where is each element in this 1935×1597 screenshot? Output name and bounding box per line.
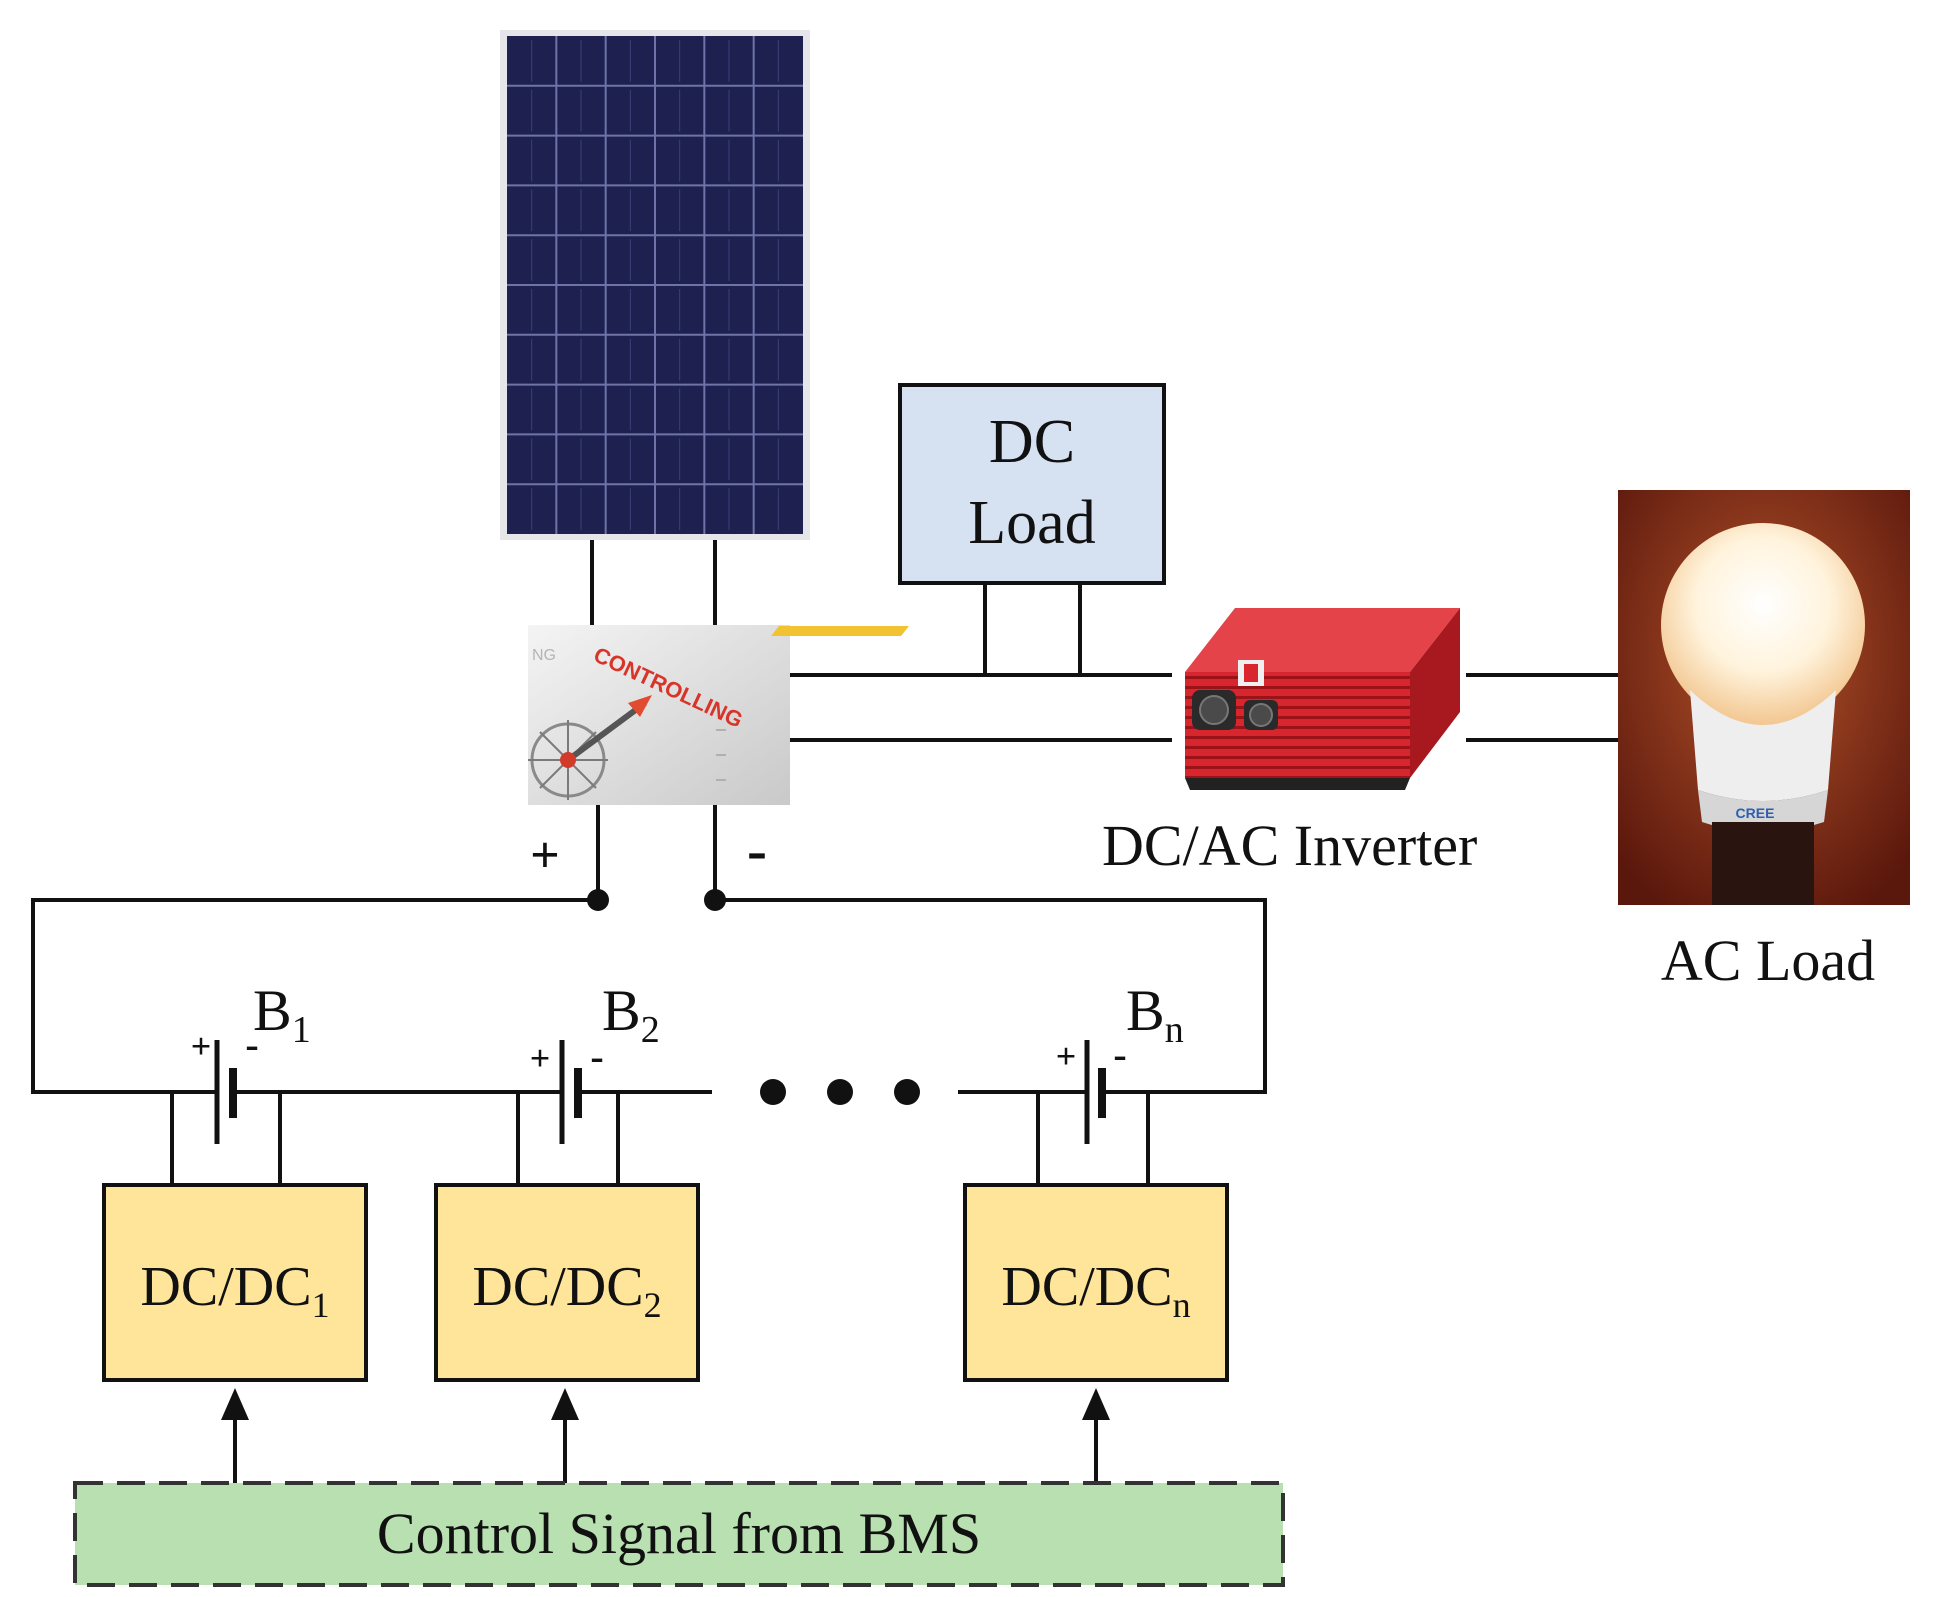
dcdc-converter-n: DC/DCn (963, 1183, 1229, 1382)
dcdc-n-label: DC/DCn (1001, 1256, 1190, 1325)
dc-load-label-line2: Load (968, 489, 1095, 557)
svg-text:NG: NG (532, 647, 556, 664)
charge-controller-icon: NG CONTROLLING (528, 625, 790, 805)
battery-b1-plus: + (191, 1026, 212, 1066)
battery-b2-minus: - (590, 1034, 603, 1079)
dcdc-1-label: DC/DC1 (140, 1256, 329, 1325)
inverter-icon (771, 608, 1460, 790)
battery-b1-label: B1 (253, 978, 311, 1051)
battery-loop-left (31, 898, 598, 1094)
ellipsis-dot-1 (760, 1079, 786, 1105)
control-arrow-2 (551, 1388, 579, 1483)
battery-bn-minus: - (1113, 1032, 1126, 1077)
ellipsis-dot-2 (827, 1079, 853, 1105)
battery-b1-minus: - (245, 1022, 258, 1067)
dc-load-label-line1: DC (989, 408, 1075, 476)
battery-b1: + - B1 (170, 978, 311, 1185)
positive-terminal-label: + (530, 827, 560, 884)
control-arrow-n (1082, 1388, 1110, 1483)
dcdc-converter-1: DC/DC1 (102, 1183, 368, 1382)
battery-b2-plus: + (530, 1038, 551, 1078)
battery-loop-right (715, 898, 1267, 1094)
dcdc-converter-2: DC/DC2 (434, 1183, 700, 1382)
battery-bn-plus: + (1056, 1036, 1077, 1076)
control-arrow-1 (221, 1388, 249, 1483)
dcdc-2-label: DC/DC2 (472, 1256, 661, 1325)
ac-load-label: AC Load (1661, 928, 1875, 993)
battery-b2: + - B2 (516, 978, 660, 1185)
battery-b2-label: B2 (602, 978, 660, 1051)
dc-load-box: DC Load (898, 383, 1166, 585)
ellipsis-dot-3 (894, 1079, 920, 1105)
negative-terminal-label: - (747, 817, 767, 883)
solar-panel-icon (500, 30, 810, 540)
battery-bn: + - Bn (1036, 978, 1184, 1185)
bulb-brand-text: CREE (1736, 805, 1775, 821)
bms-label: Control Signal from BMS (377, 1501, 981, 1566)
light-bulb-icon: CREE (1618, 490, 1910, 905)
battery-bn-label: Bn (1126, 978, 1184, 1051)
bms-control-box: Control Signal from BMS (73, 1481, 1285, 1587)
inverter-label: DC/AC Inverter (1102, 813, 1477, 878)
